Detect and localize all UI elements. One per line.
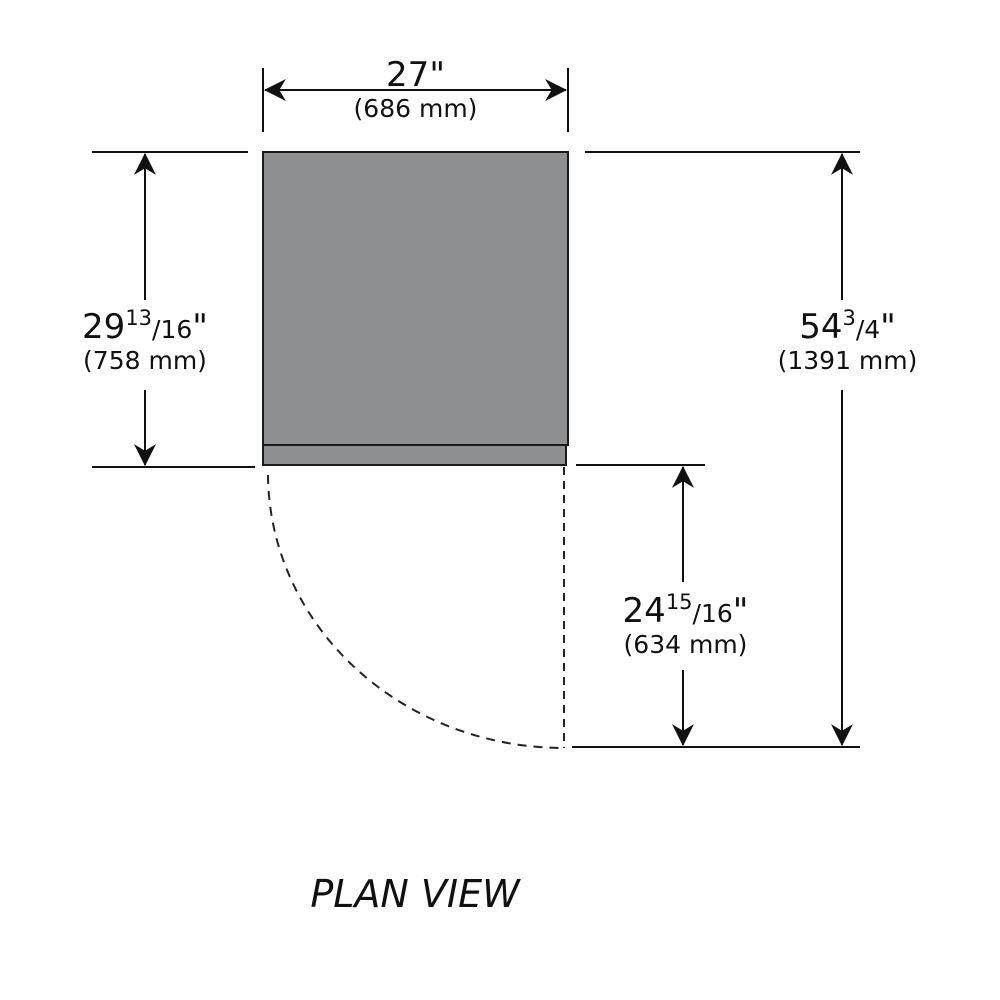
door-swing-dimension-lines bbox=[576, 464, 705, 747]
total-depth-denominator: 4 bbox=[864, 315, 881, 344]
door-swing-numerator: 15 bbox=[665, 590, 693, 614]
door-swing-inches: 24 bbox=[622, 591, 666, 631]
total-depth-numerator: 3 bbox=[842, 306, 856, 330]
width-inch-mark: " bbox=[429, 55, 445, 95]
total-depth-label: 543/4" (1391 mm) bbox=[760, 307, 935, 375]
door-swing-denominator: 16 bbox=[700, 599, 733, 628]
width-inches: 27 bbox=[386, 55, 430, 95]
depth-numerator: 13 bbox=[125, 306, 153, 330]
total-depth-metric: (1391 mm) bbox=[777, 346, 918, 375]
depth-dimension-lines bbox=[92, 151, 255, 468]
depth-inches: 29 bbox=[82, 307, 126, 347]
width-metric: (686 mm) bbox=[353, 94, 478, 123]
total-depth-inches: 54 bbox=[799, 307, 843, 347]
door-swing-arc bbox=[267, 474, 565, 749]
cabinet-body bbox=[262, 151, 569, 446]
door-panel bbox=[262, 444, 567, 466]
door-swing-label: 2415/16" (634 mm) bbox=[598, 591, 773, 659]
depth-denominator: 16 bbox=[160, 315, 193, 344]
plan-view-caption: PLAN VIEW bbox=[310, 872, 520, 916]
depth-label: 2913/16" (758 mm) bbox=[55, 307, 235, 375]
total-depth-dimension-lines bbox=[572, 151, 860, 748]
depth-inch-mark: " bbox=[192, 307, 208, 347]
width-label: 27" (686 mm) bbox=[313, 58, 518, 121]
width-dimension-lines bbox=[262, 68, 569, 132]
depth-metric: (758 mm) bbox=[83, 346, 207, 375]
total-depth-inch-mark: " bbox=[880, 307, 896, 347]
door-swing-inch-mark: " bbox=[732, 591, 749, 631]
door-swing-metric: (634 mm) bbox=[623, 630, 748, 659]
